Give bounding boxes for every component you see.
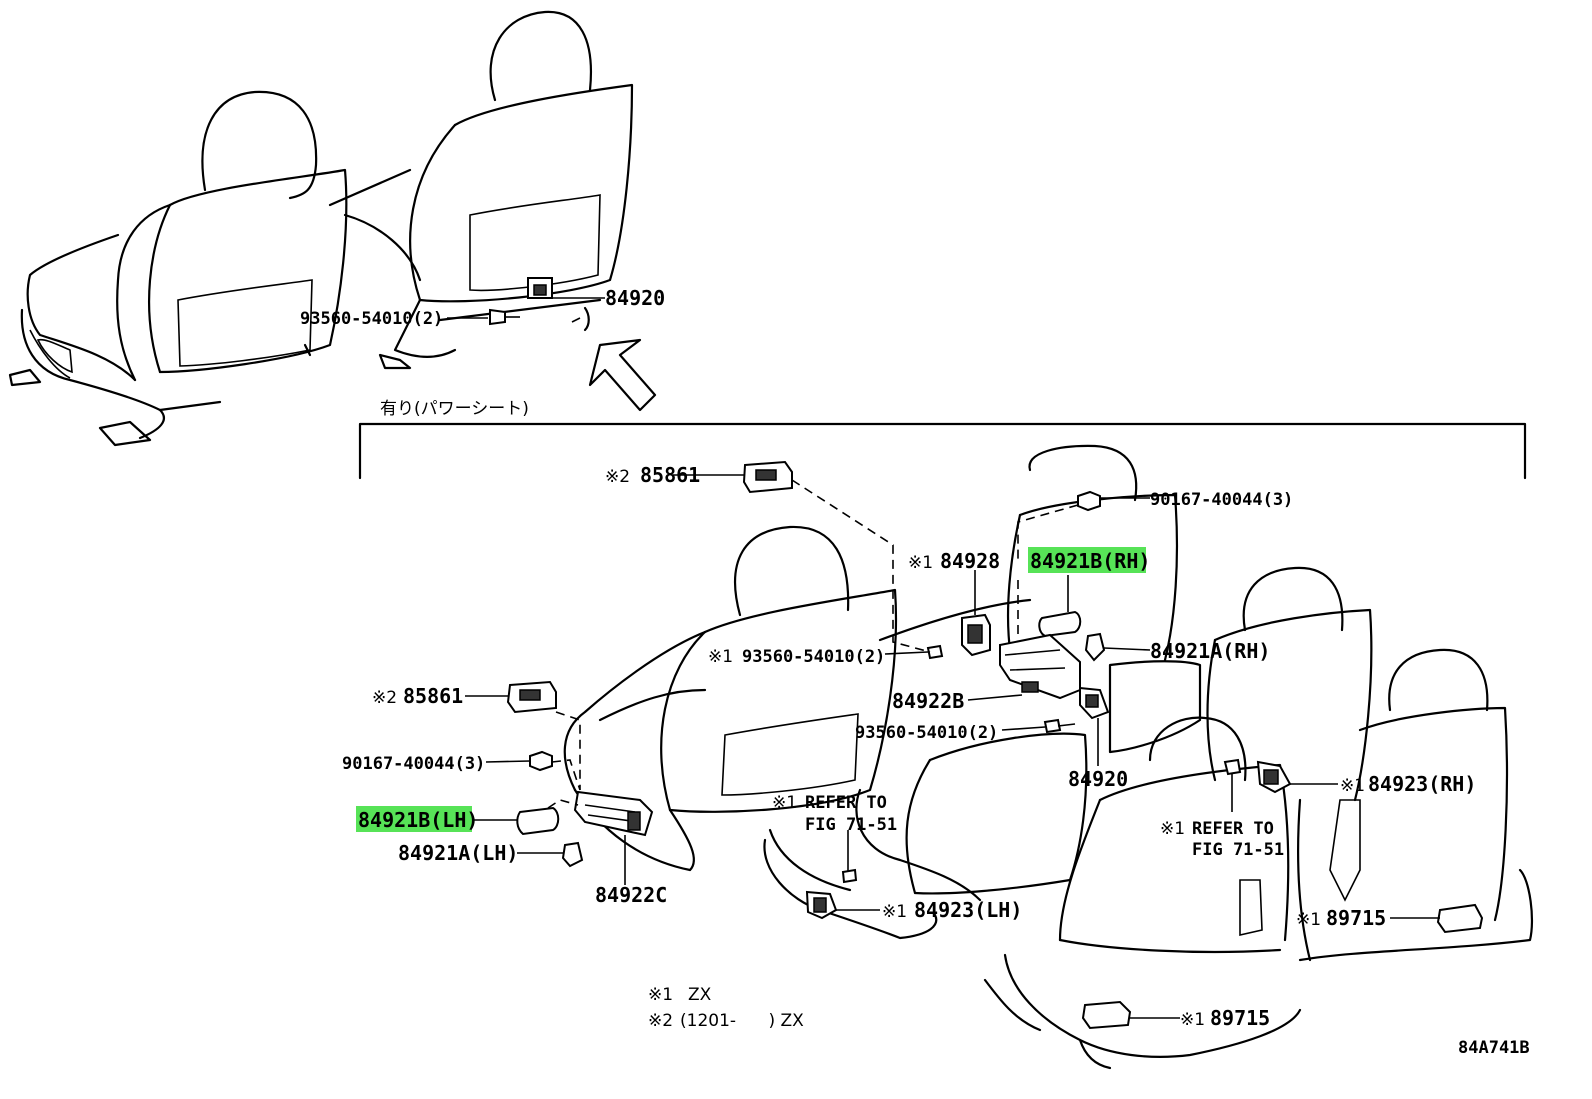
callout-84923-rh-mark: ※1 [1340, 776, 1365, 796]
legend-mark-2: ※2 [648, 1011, 673, 1031]
callout-refer1-line2: FIG 71-51 [805, 815, 897, 835]
section-bracket [358, 422, 1527, 480]
callout-84923-rh: 84923(RH) [1368, 772, 1476, 796]
callout-93560-top: 93560-54010(2) [300, 309, 443, 329]
callout-85861-top-mark: ※2 [605, 467, 630, 487]
callout-84921b-lh: 84921B(LH) [358, 808, 478, 832]
top-seats-illustration [8, 10, 657, 447]
callout-84923-lh-mark: ※1 [882, 902, 907, 922]
callout-89715-right-mark: ※1 [1296, 910, 1321, 930]
callout-93560-mid-mark: ※1 [708, 647, 733, 667]
callout-85861-left: 85861 [403, 684, 463, 708]
callout-89715-bottom-mark: ※1 [1180, 1010, 1205, 1030]
highlight-84921b-rh [1028, 547, 1146, 573]
callout-refer2-line2: FIG 71-51 [1192, 840, 1284, 860]
callout-93560-low: 93560-54010(2) [855, 723, 998, 743]
callout-93560-mid: 93560-54010(2) [742, 647, 885, 667]
callout-refer2-line1: REFER TO [1192, 819, 1274, 839]
callout-85861-left-mark: ※2 [372, 688, 397, 708]
callout-84928-mark: ※1 [908, 553, 933, 573]
diagram-id: 84A741B [1458, 1038, 1530, 1058]
legend-mark-1: ※1 [648, 985, 673, 1005]
highlight-84921b-lh [356, 806, 472, 832]
callout-85861-top: 85861 [640, 463, 700, 487]
leader-lines [465, 474, 1440, 1019]
callout-84921a-lh: 84921A(LH) [398, 841, 518, 865]
callout-84920-mid: 84920 [1068, 767, 1128, 791]
legend-text-2: (1201- ) ZX [680, 1011, 804, 1031]
callout-refer1-mark: ※1 [772, 793, 797, 813]
callout-84922c: 84922C [595, 883, 667, 907]
parts [506, 460, 1484, 1030]
callout-84921b-rh: 84921B(RH) [1030, 549, 1150, 573]
callout-refer2-mark: ※1 [1160, 819, 1185, 839]
callout-refer1-line1: REFER TO [805, 793, 887, 813]
callout-89715-bottom: 89715 [1210, 1006, 1270, 1030]
callout-84921a-rh: 84921A(RH) [1150, 639, 1270, 663]
legend-text-1: ZX [688, 985, 712, 1005]
callout-90167-top: 90167-40044(3) [1150, 490, 1293, 510]
callout-84928: 84928 [940, 549, 1000, 573]
callout-89715-right: 89715 [1326, 906, 1386, 930]
callout-84923-lh: 84923(LH) [914, 898, 1022, 922]
callout-84922b: 84922B [892, 689, 964, 713]
legend: ※1 ZX ※2 (1201- ) ZX [648, 985, 804, 1031]
callout-84920-top: 84920 [605, 286, 665, 310]
section-title: 有り(パワーシート) [380, 399, 529, 419]
main-seats-illustration [563, 444, 1534, 1070]
callout-90167-left: 90167-40044(3) [342, 754, 485, 774]
